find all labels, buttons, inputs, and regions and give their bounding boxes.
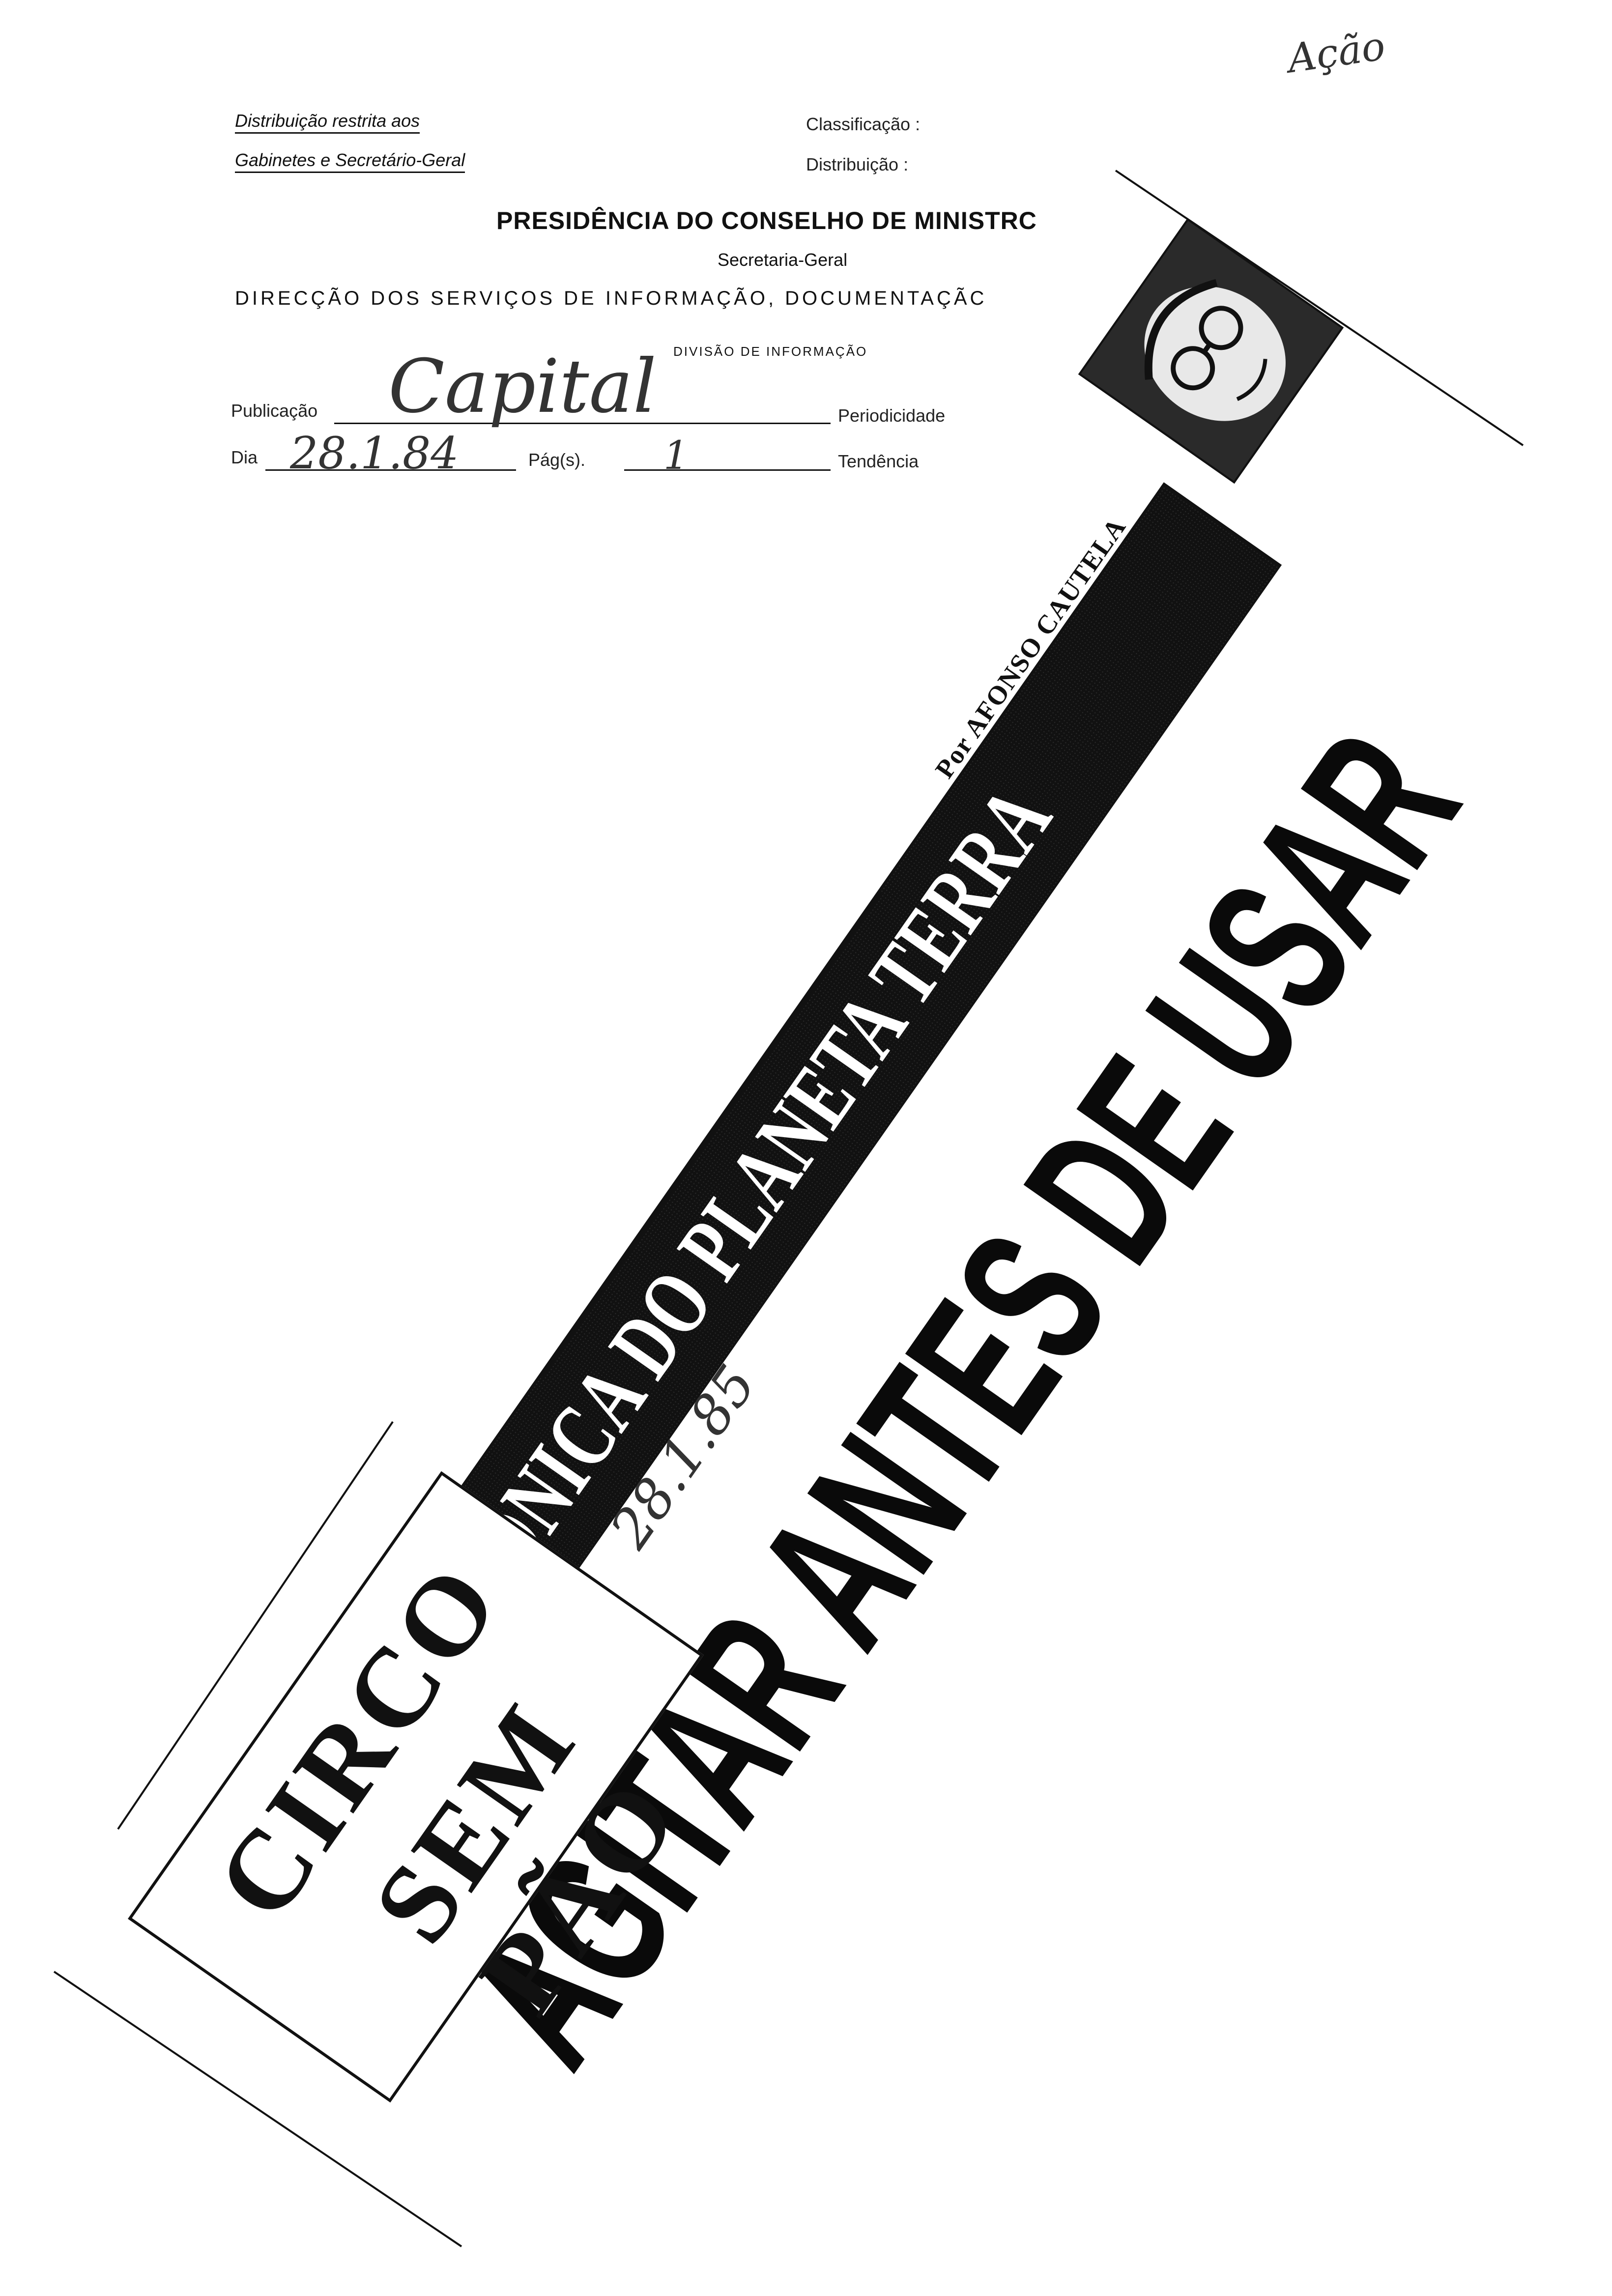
pages-handwritten: 1: [663, 432, 689, 478]
restricted-line-2: Gabinetes e Secretário-Geral: [235, 150, 465, 173]
corner-handwritten-note: Ação: [1285, 23, 1388, 82]
division-label: DIVISÃO DE INFORMAÇÃO: [673, 344, 868, 359]
tendency-label: Tendência: [838, 451, 919, 471]
periodicity-label: Periodicidade: [838, 405, 946, 426]
columnist-portrait: [1078, 218, 1344, 484]
publication-field-line: [334, 423, 831, 424]
publication-label: Publicação: [231, 401, 318, 421]
publication-handwritten: Capital: [388, 344, 657, 430]
day-field-line: [265, 469, 516, 471]
pages-field-line: [624, 469, 831, 471]
restricted-line-1: Distribuição restrita aos: [235, 111, 420, 134]
day-label: Dia: [231, 447, 258, 467]
distribution-label: Distribuição :: [806, 154, 909, 174]
pages-label: Pág(s).: [528, 450, 586, 470]
secretariat-label: Secretaria-Geral: [718, 250, 848, 270]
day-handwritten: 28.1.84: [290, 428, 459, 479]
page-title: PRESIDÊNCIA DO CONSELHO DE MINISTRC: [496, 207, 1037, 234]
portrait-illustration-icon: [1081, 221, 1341, 481]
directorate-label: DIRECÇÃO DOS SERVIÇOS DE INFORMAÇÃO, DOC…: [235, 287, 987, 309]
classification-label: Classificação :: [806, 114, 921, 134]
